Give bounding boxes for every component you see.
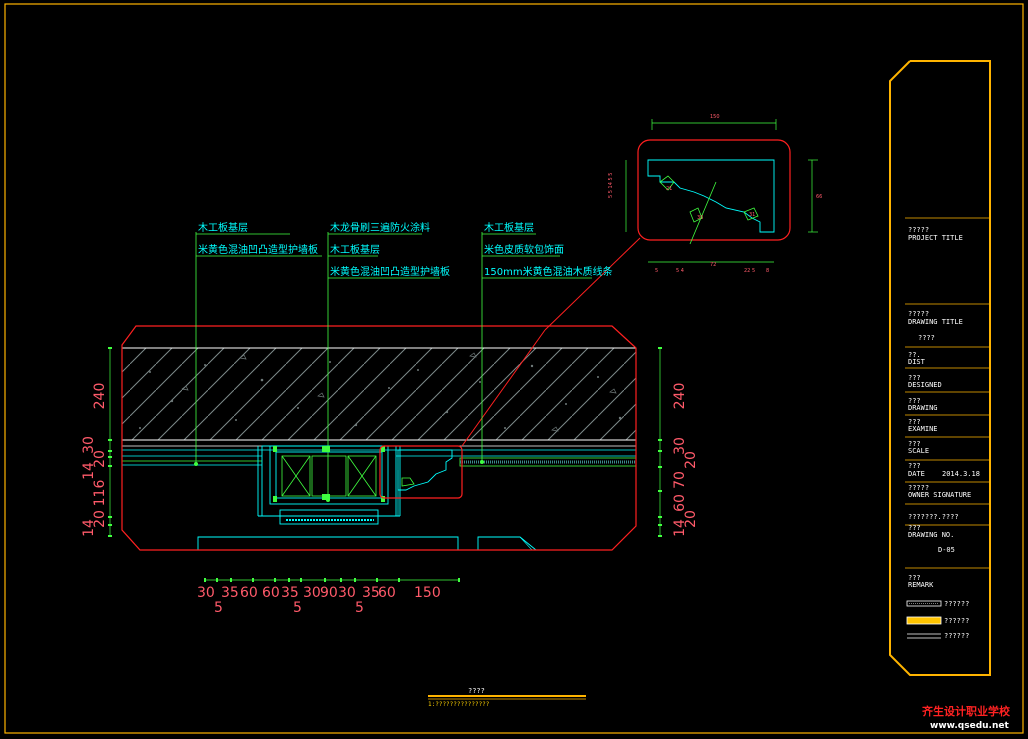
callout-right-2: 米色皮质软包饰面 [484, 243, 564, 256]
tb-remark-code: ??? [908, 574, 921, 582]
dim-right-60: 60 [672, 494, 688, 512]
tb-drawing-no: DRAWING NO. [908, 531, 954, 539]
callouts-left: 木工板基层 米黄色混油凹凸造型护墙板 [198, 221, 318, 256]
dim-bottom-4: 60 [262, 585, 280, 601]
detail-left-dims: 5 5 14 5 5 [608, 173, 614, 198]
tb-examine-code: ??? [908, 418, 921, 426]
detail-bottom-dim-4: 22 5 [744, 268, 755, 274]
tb-owner-code: ????? [908, 484, 929, 492]
callout-middle-3: 米黄色混油凹凸造型护墙板 [330, 265, 450, 278]
callout-middle-1: 木龙骨刷三遍防火涂料 [330, 221, 430, 234]
detail-top-dim: 150 [710, 114, 720, 120]
dim-bottom-sub-2: 5 [293, 600, 302, 616]
dim-bottom-11: 150 [414, 585, 441, 601]
dim-bottom-1: 30 [197, 585, 215, 601]
dim-bottom-sub-1: 5 [214, 600, 223, 616]
callouts-middle: 木龙骨刷三遍防火涂料 木工板基层 米黄色混油凹凸造型护墙板 [330, 221, 450, 278]
dim-bottom-7: 90 [320, 585, 338, 601]
detail-inset: 150 66 5 5 14 5 5 5 5 4 72 22 5 8 21 30 … [608, 114, 822, 274]
dim-bottom-9: 35 [362, 585, 380, 601]
tb-drawing-no-value: D-05 [938, 546, 955, 554]
tb-dist: DIST [908, 358, 926, 366]
dim-left-14: 14 [81, 462, 97, 480]
tb-date: DATE [908, 470, 925, 478]
tb-date-value: 2014.3.18 [942, 470, 980, 478]
title-block-text: ????? PROJECT TITLE ????? DRAWING TITLE … [908, 226, 980, 589]
legend: ?????? ?????? ?????? [906, 600, 969, 640]
dim-bottom-8: 30 [338, 585, 356, 601]
sheet-title: ???? 1:??????????????? [428, 687, 586, 708]
detail-ring-label-3: 31 [749, 212, 755, 218]
tb-drawing-code: ??? [908, 397, 921, 405]
tb-dist-code: ??. [908, 351, 921, 359]
dim-bottom-3: 60 [240, 585, 258, 601]
tb-designed-code: ??? [908, 374, 921, 382]
wall-section [121, 237, 641, 551]
detail-right-dim: 66 [816, 194, 822, 200]
right-vertical-dims: 240 30 20 70 60 14 20 [672, 383, 699, 537]
dim-right-240: 240 [672, 383, 688, 410]
tb-scale: SCALE [908, 447, 929, 455]
dim-right-30: 30 [672, 437, 688, 455]
sheet-frame [4, 3, 1024, 734]
detail-ring-label-1: 21 [666, 186, 672, 192]
detail-bottom-dim-1: 5 [655, 268, 658, 274]
tb-scale-code: ??? [908, 440, 921, 448]
dim-bottom-2: 35 [221, 585, 239, 601]
dim-ticks [108, 347, 662, 582]
legend-item-3: ?????? [944, 632, 969, 640]
title-block [905, 217, 990, 569]
tb-remark: REMARK [908, 581, 934, 589]
tb-date-code: ??? [908, 462, 921, 470]
callout-right-1: 木工板基层 [484, 221, 534, 234]
callout-leaders [195, 232, 592, 500]
callout-dots [194, 460, 484, 502]
dimension-lines [109, 348, 661, 581]
dim-left-20b: 20 [92, 510, 108, 528]
tb-drawing-title-code: ????? [908, 310, 929, 318]
callout-middle-2: 木工板基层 [330, 243, 380, 256]
dim-right-70: 70 [672, 471, 688, 489]
sheet-title-scale: 1:??????????????? [428, 701, 490, 708]
dim-left-30: 30 [81, 436, 97, 454]
watermark-name: 齐生设计职业学校 [922, 704, 1011, 718]
callouts-right: 木工板基层 米色皮质软包饰面 150mm米黄色混油木质线条 [484, 221, 613, 278]
tb-drawing-title-value: ???? [918, 334, 935, 342]
dim-right-20b: 20 [683, 510, 699, 528]
tb-drawing: DRAWING [908, 404, 938, 412]
dim-left-116: 116 [92, 480, 108, 507]
tb-designed: DESIGNED [908, 381, 942, 389]
detail-bottom-dim-5: 8 [766, 268, 769, 274]
watermark-url: www.qsedu.net [930, 721, 1009, 731]
callout-right-3: 150mm米黄色混油木质线条 [484, 265, 613, 278]
dim-bottom-sub-3: 5 [355, 600, 364, 616]
dim-bottom-10: 60 [378, 585, 396, 601]
dim-bottom-6: 30 [303, 585, 321, 601]
dim-left-20: 20 [92, 450, 108, 468]
sheet-title-name: ???? [468, 687, 485, 695]
legend-item-2: ?????? [944, 617, 969, 625]
dim-right-20: 20 [683, 451, 699, 469]
legend-item-1: ?????? [944, 600, 969, 608]
tb-owner-value: ???????.???? [908, 513, 959, 521]
dim-left-14b: 14 [81, 519, 97, 537]
tb-owner: OWNER SIGNATURE [908, 491, 971, 499]
left-vertical-dims: 240 30 14 20 116 14 20 [81, 383, 108, 537]
tb-drawing-no-code: ??? [908, 524, 921, 532]
callout-left-1: 木工板基层 [198, 221, 248, 234]
detail-bottom-dim-2: 5 4 [676, 268, 684, 274]
dim-right-14: 14 [672, 519, 688, 537]
dim-left-240: 240 [92, 383, 108, 410]
detail-ring-label-2: 30 [697, 215, 703, 221]
tb-project-code: ????? [908, 226, 929, 234]
tb-project-title: PROJECT TITLE [908, 234, 963, 242]
tb-examine: EXAMINE [908, 425, 938, 433]
bottom-dims: 30 35 60 60 35 30 90 30 35 60 150 5 5 5 [197, 585, 441, 616]
callout-left-2: 米黄色混油凹凸造型护墙板 [198, 243, 318, 256]
watermark: 齐生设计职业学校 www.qsedu.net [922, 704, 1011, 731]
detail-bottom-dim-3: 72 [710, 262, 716, 268]
tb-drawing-title: DRAWING TITLE [908, 318, 963, 326]
dim-bottom-5: 35 [281, 585, 299, 601]
